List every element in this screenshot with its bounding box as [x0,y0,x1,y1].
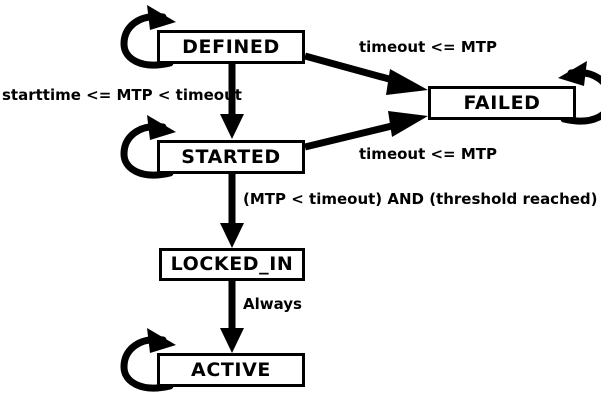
state-node-failed[interactable]: FAILED [428,86,576,120]
state-node-defined[interactable]: DEFINED [157,30,305,64]
state-node-active[interactable]: ACTIVE [157,353,305,387]
state-label-started: STARTED [181,145,281,168]
edge-defined-to-failed [304,52,428,95]
edge-label-timeout-condition-top: timeout <= MTP [359,38,498,56]
edge-started-to-failed [304,111,428,151]
edge-failed-self [558,61,601,125]
edge-label-threshold-condition: (MTP < timeout) AND (threshold reached) [243,190,598,208]
state-label-active: ACTIVE [191,358,271,381]
state-node-locked-in[interactable]: LOCKED_IN [159,248,305,281]
edge-label-always-condition: Always [243,295,302,313]
edge-label-starttime-condition: starttime <= MTP < timeout [2,86,242,104]
edge-started-to-lockedin [220,174,244,248]
edge-lockedin-to-active [220,281,244,353]
edge-label-timeout-condition-bottom: timeout <= MTP [359,145,498,163]
edge-active-self [120,328,176,392]
state-node-started[interactable]: STARTED [157,140,305,174]
edge-defined-self [120,5,176,69]
edge-started-self [120,115,176,179]
edge-defined-to-started [220,64,244,139]
state-label-locked-in: LOCKED_IN [170,253,294,275]
state-label-failed: FAILED [463,91,541,114]
state-label-defined: DEFINED [182,35,280,58]
